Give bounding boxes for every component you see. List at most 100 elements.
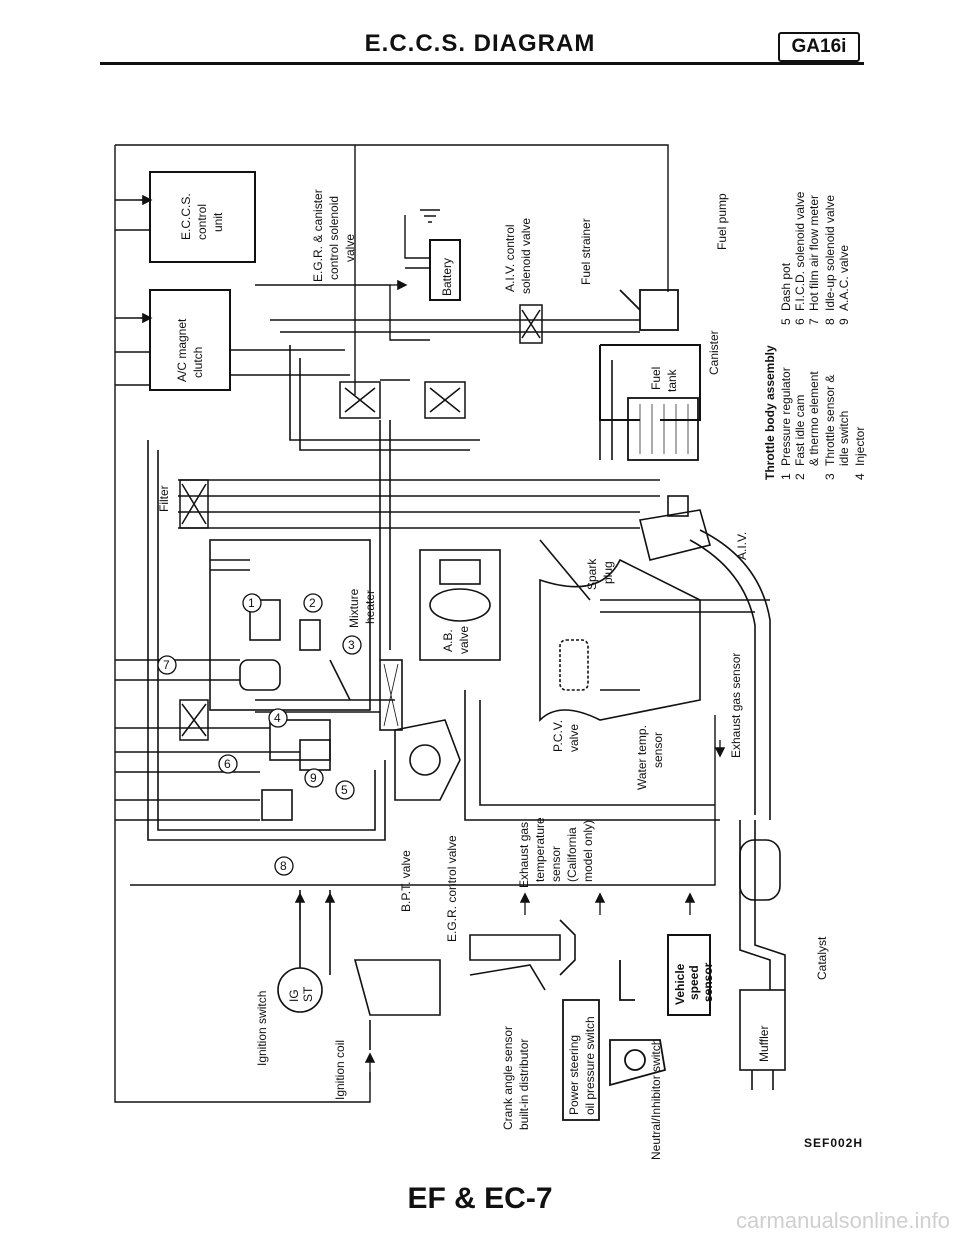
battery-label: Battery xyxy=(440,258,454,296)
mixture-heater-label-1: Mixture xyxy=(347,588,361,628)
legend-item-2a: Fast idle cam xyxy=(793,395,807,466)
callout-8-number: 8 xyxy=(280,859,287,873)
fuel-tank-label-2: tank xyxy=(665,368,679,392)
exhaust-gas-temp-label-3: sensor xyxy=(549,846,563,882)
throttle-body-assembly xyxy=(209,539,403,821)
pcv-valve-label-1: P.C.V. xyxy=(551,720,565,752)
legend-item-6: F.I.C.D. solenoid valve xyxy=(793,191,807,311)
crank-angle-label-1: Crank angle sensor xyxy=(501,1026,515,1130)
legend-heading: Throttle body assembly xyxy=(763,345,777,480)
bpt-valve-label: B.P.T. valve xyxy=(399,850,413,912)
egr-control-valve xyxy=(394,719,461,801)
crank-angle-sensor-distributor xyxy=(469,919,576,991)
fuel-pump xyxy=(619,289,679,331)
legend-item-3b: idle switch xyxy=(837,411,851,466)
vehicle-speed-sensor xyxy=(667,934,711,1016)
spark-plug-label-1: Spark xyxy=(585,558,599,590)
engine-combustion-chamber xyxy=(539,539,701,722)
aiv-solenoid-label-2: solenoid valve xyxy=(519,218,533,294)
vehicle-speed-label-2: speed xyxy=(687,965,701,1000)
battery: Battery xyxy=(420,209,461,301)
legend-num-7: 7 xyxy=(807,318,821,325)
wiring-harness xyxy=(114,144,716,1103)
crank-angle-label-2: built-in distributor xyxy=(517,1039,531,1130)
legend-num-3: 3 xyxy=(823,473,837,480)
legend-item-2b: & thermo element xyxy=(807,371,821,466)
aiv-control-solenoid-valve xyxy=(424,381,466,419)
air-filter xyxy=(179,479,209,741)
canister xyxy=(627,397,699,461)
egr-canister-label-3: valve xyxy=(343,234,357,262)
callout-4-number: 4 xyxy=(274,711,281,725)
fuel-pump-label: Fuel pump xyxy=(715,193,729,250)
mixture-heater-label-2: heater xyxy=(363,590,377,624)
power-steering-label-2: oil pressure switch xyxy=(583,1016,597,1115)
engine-code-badge: GA16i xyxy=(778,32,860,62)
ab-valve-label-2: valve xyxy=(457,626,471,654)
muffler-label: Muffler xyxy=(757,1026,771,1062)
vehicle-speed-label-3: sensor xyxy=(701,962,715,1002)
vehicle-speed-label-1: Vehicle xyxy=(673,963,687,1005)
ac-clutch-label-2: clutch xyxy=(191,347,205,378)
canister-label: Canister xyxy=(707,330,721,375)
neutral-inhibitor-label: Neutral/Inhibitor switch xyxy=(649,1039,663,1160)
component-labels: E.G.R. & canister control solenoid valve… xyxy=(157,189,829,1160)
exhaust-gas-sensor-label: Exhaust gas sensor xyxy=(729,653,743,758)
catalyst-label: Catalyst xyxy=(815,936,829,980)
egr-canister-label-2: control solenoid xyxy=(327,196,341,280)
legend-item-8: Idle-up solenoid valve xyxy=(823,195,837,311)
legend-num-4: 4 xyxy=(853,473,867,480)
power-steering-label-1: Power steering xyxy=(567,1035,581,1115)
air-induction-valve xyxy=(639,495,711,561)
egr-canister-solenoid-valve xyxy=(339,381,381,419)
callout-9: 9 xyxy=(304,768,324,788)
ignition-coil xyxy=(353,959,441,1050)
eccs-unit-label-2: control xyxy=(195,204,209,240)
throttle-body-legend: Throttle body assembly 1 Pressure regula… xyxy=(763,191,867,480)
eccs-control-unit: E.C.C.S. control unit xyxy=(149,171,256,263)
callouts: 1 2 3 4 5 6 7 8 9 xyxy=(157,593,362,876)
legend-num-9: 9 xyxy=(837,318,851,325)
ignition-coil-label: Ignition coil xyxy=(333,1040,347,1100)
ignition-switch-label: Ignition switch xyxy=(255,991,269,1066)
water-temp-sensor-label-2: sensor xyxy=(651,732,665,768)
ac-magnet-clutch: A/C magnet clutch xyxy=(149,289,231,391)
aiv-solenoid-label-1: A.I.V. control xyxy=(503,224,517,292)
fuel-tank-label-1: Fuel xyxy=(649,367,663,390)
callout-4: 4 xyxy=(268,708,288,728)
legend-num-1: 1 xyxy=(779,473,793,480)
ab-valve xyxy=(419,549,501,661)
signal-arrows xyxy=(140,194,726,1080)
water-temp-sensor-label-1: Water temp. xyxy=(635,725,649,790)
callout-7: 7 xyxy=(157,655,177,675)
legend-item-1: Pressure regulator xyxy=(779,367,793,466)
callout-2-number: 2 xyxy=(309,596,316,610)
callout-9-number: 9 xyxy=(310,771,317,785)
aiv-label: A.I.V. xyxy=(735,532,749,560)
fuel-strainer xyxy=(519,304,543,344)
eccs-unit-label-3: unit xyxy=(211,212,225,232)
exhaust-gas-temp-label-1: Exhaust gas xyxy=(517,822,531,888)
header-rule xyxy=(100,62,864,65)
ignition-switch-ig-label: IG xyxy=(287,989,301,1002)
ignition-switch-st-label: ST xyxy=(301,986,315,1002)
figure-code: SEF002H xyxy=(804,1136,864,1150)
legend-item-3a: Throttle sensor & xyxy=(823,375,837,466)
callout-2: 2 xyxy=(303,593,323,613)
legend-num-8: 8 xyxy=(823,318,837,325)
callout-6: 6 xyxy=(218,754,238,774)
callout-5: 5 xyxy=(335,780,355,800)
exhaust-gas-temp-label-4: (California xyxy=(565,827,579,882)
page-number: EF & EC-7 xyxy=(407,1182,553,1215)
egr-canister-label-1: E.G.R. & canister xyxy=(311,189,325,282)
spark-plug-label-2: plug xyxy=(601,561,615,584)
legend-num-2: 2 xyxy=(793,473,807,480)
egr-control-valve-label: E.G.R. control valve xyxy=(445,835,459,942)
legend-item-7: Hot film air flow meter xyxy=(807,195,821,311)
watermark: carmanualsonline.info xyxy=(735,1208,950,1233)
filter-label: Filter xyxy=(157,485,171,512)
callout-5-number: 5 xyxy=(341,783,348,797)
callout-3-number: 3 xyxy=(348,638,355,652)
exhaust-pipe xyxy=(739,820,786,1090)
